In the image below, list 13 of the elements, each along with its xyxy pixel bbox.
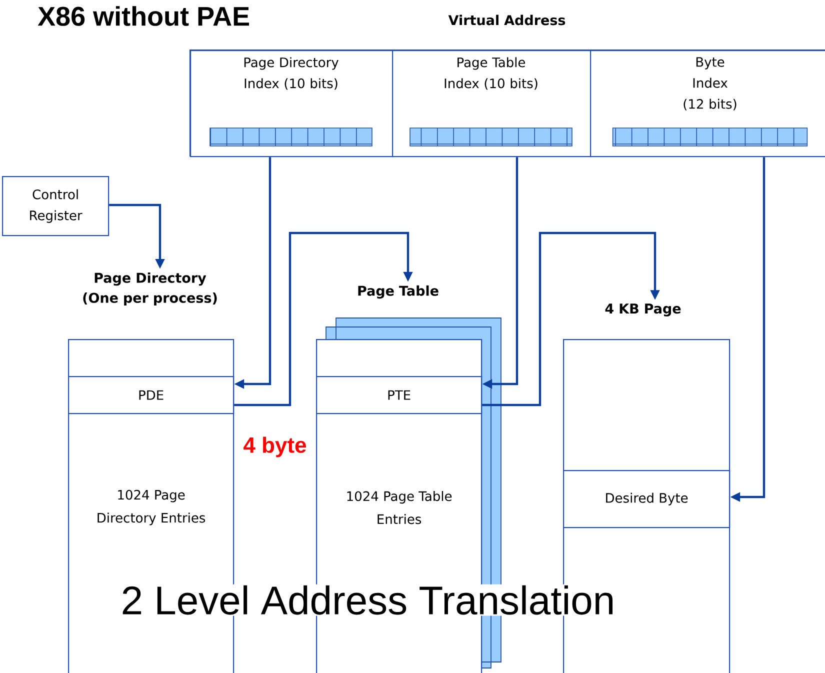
heading: Virtual Address (448, 14, 566, 26)
title: X86 without PAE (38, 6, 250, 26)
heading: Page Directory (One per process) (83, 272, 217, 306)
entry-row: Desired Byte (563, 470, 730, 528)
heading: 4 KB Page (605, 304, 681, 316)
heading: Page Table (358, 285, 438, 299)
caption-text: 2 Level Address Translation (120, 584, 616, 616)
arrow (482, 232, 660, 406)
register-box: Control Register (2, 176, 110, 236)
entry-row: PDE (68, 376, 234, 414)
arrow (234, 232, 413, 406)
annotation: 4 byte (244, 436, 306, 458)
entry-row: PTE (316, 376, 482, 414)
